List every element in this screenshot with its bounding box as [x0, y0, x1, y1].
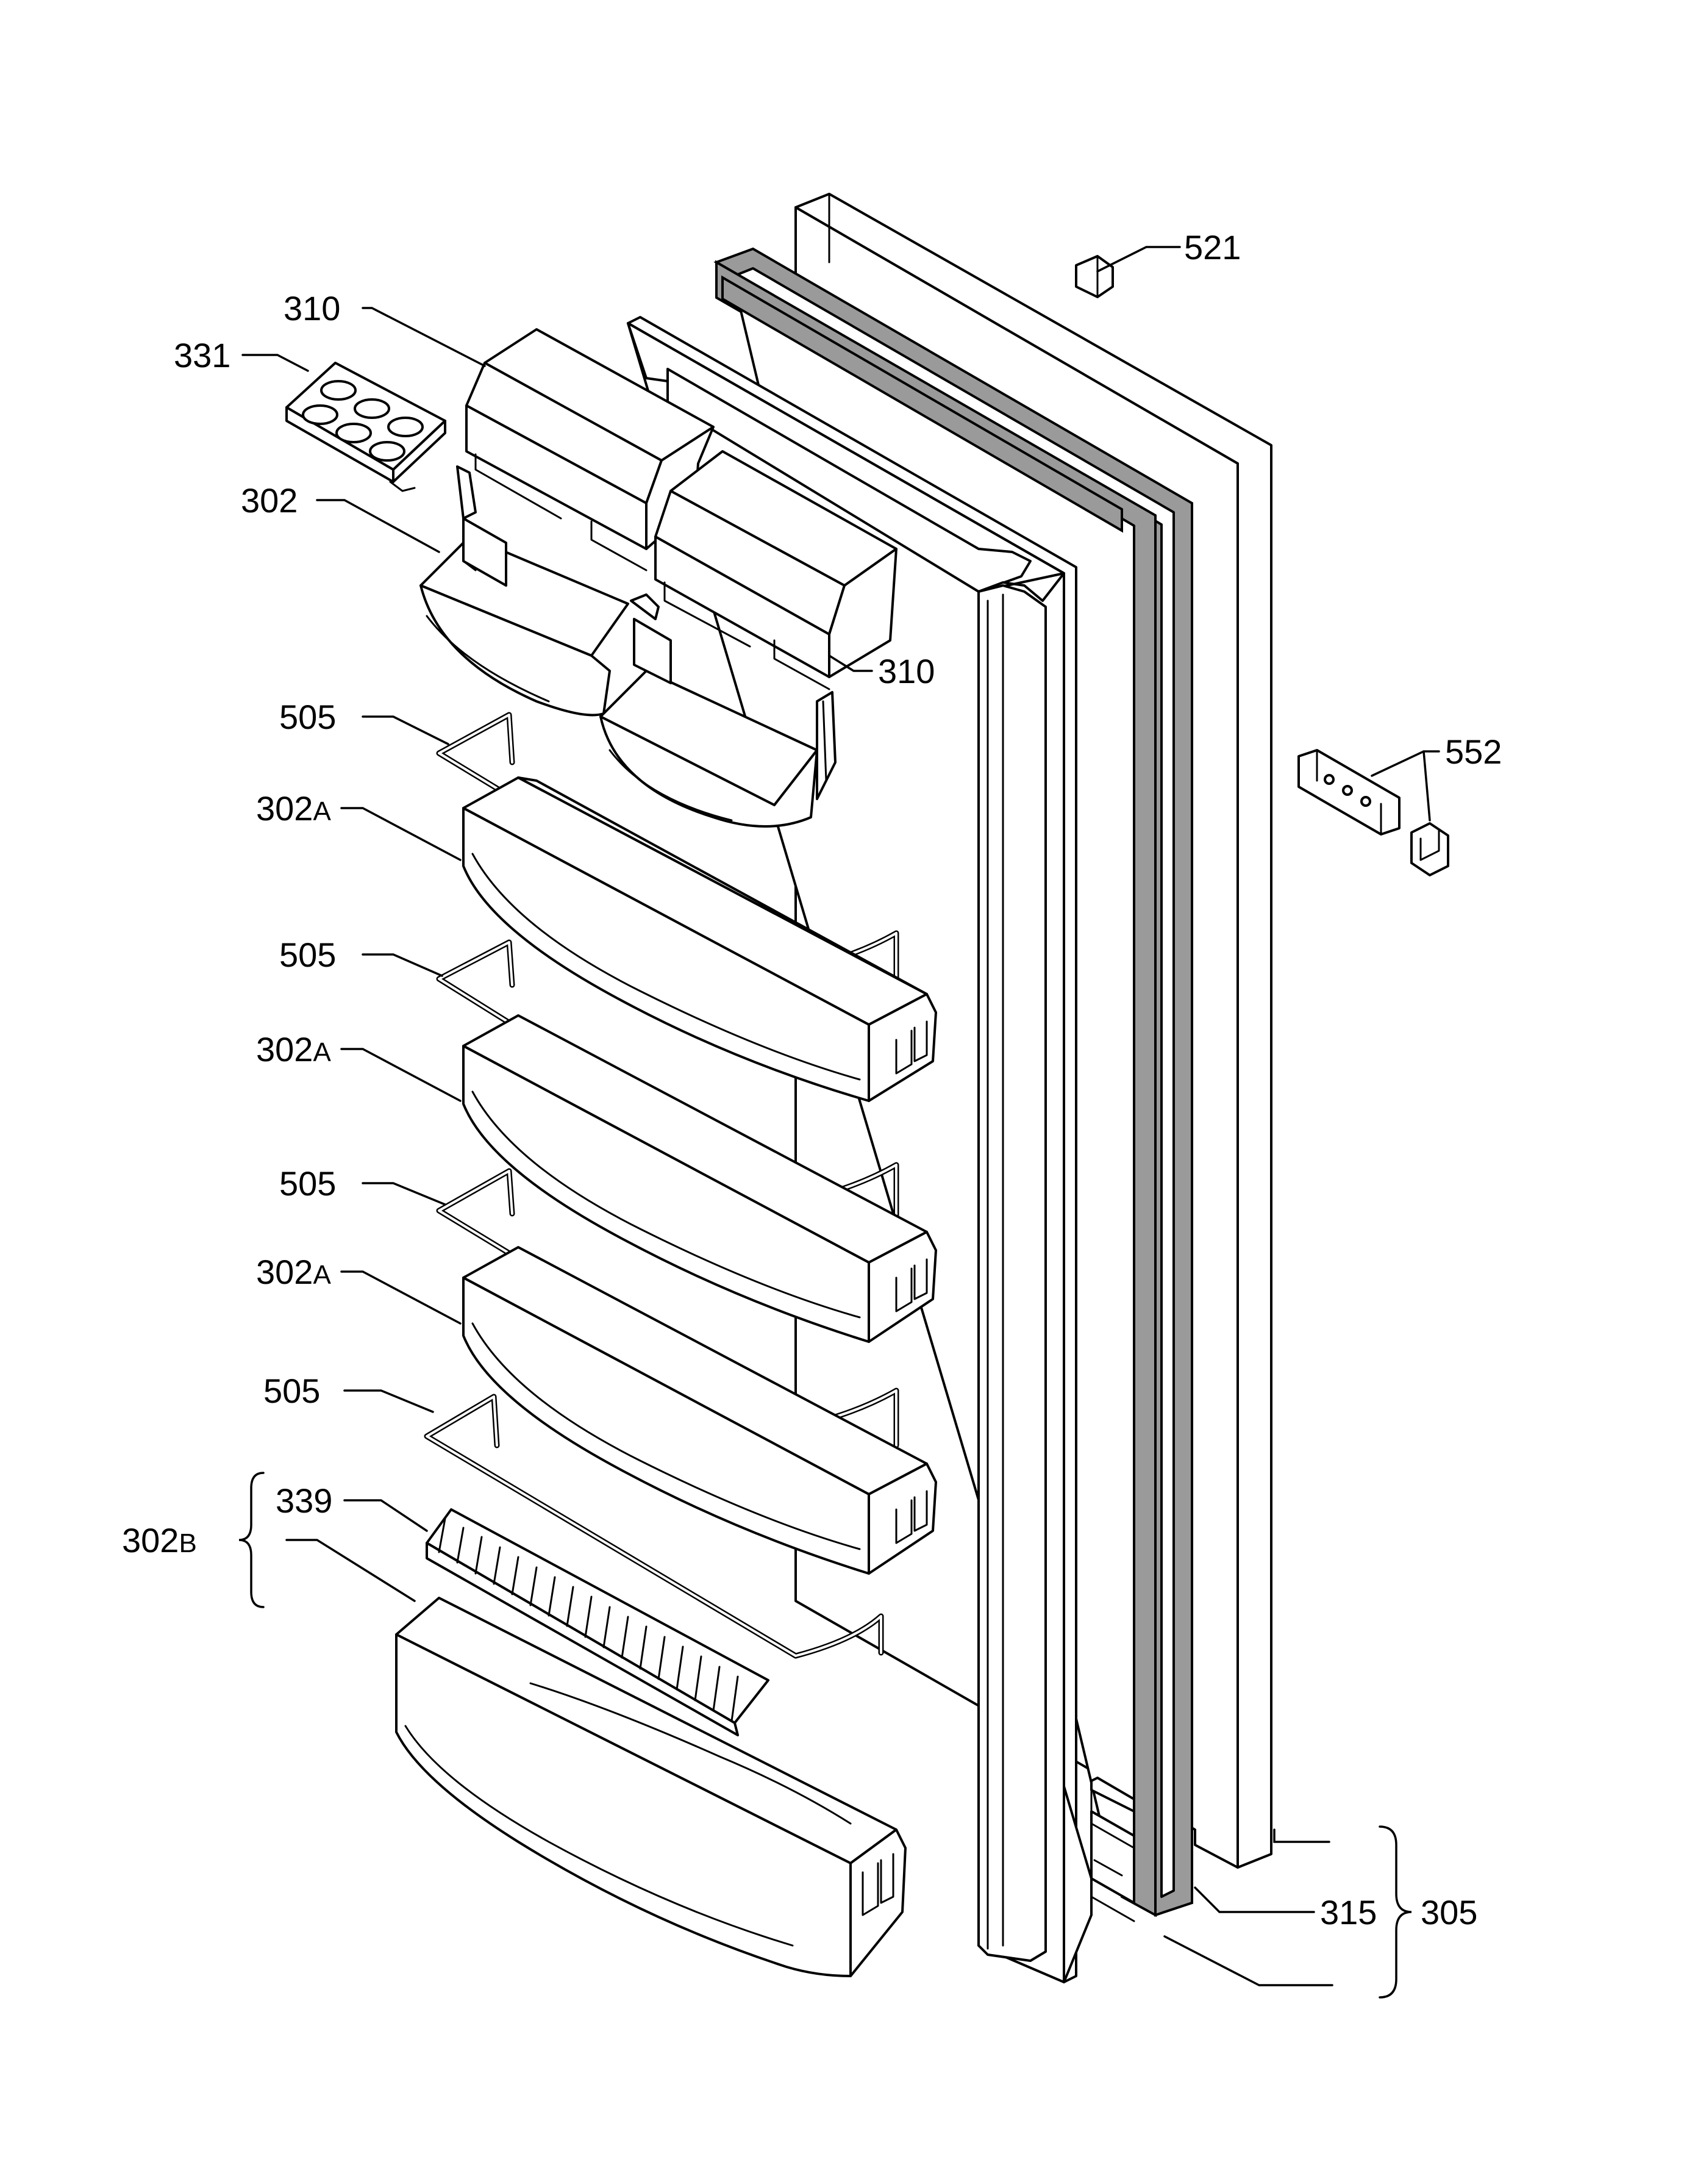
label-505-3: 505 [279, 1164, 336, 1203]
label-302A-1: 302A [256, 789, 331, 828]
label-505-4: 505 [263, 1372, 320, 1410]
part-302-shelf-lower [599, 593, 837, 828]
part-521-clip [1075, 255, 1114, 298]
part-310-lid-lower [654, 450, 897, 690]
flap-ribs [438, 1517, 739, 1722]
label-339: 339 [276, 1481, 332, 1520]
label-505-1: 505 [279, 698, 336, 736]
leader-lines [241, 246, 1440, 1986]
label-315: 315 [1320, 1893, 1377, 1932]
part-302A-bin-1 [462, 776, 937, 1102]
part-339-flap [426, 1508, 769, 1736]
bracket-305 [1379, 1825, 1412, 1999]
part-552-hinge [1297, 749, 1449, 876]
label-302: 302 [241, 481, 298, 520]
label-302A-3: 302A [256, 1253, 331, 1291]
label-310-upper: 310 [284, 289, 340, 328]
part-505-wire-4 [424, 1394, 884, 1659]
label-302B: 302B [122, 1521, 197, 1559]
label-552: 552 [1445, 732, 1502, 771]
part-302B-bin [395, 1597, 907, 1977]
part-331-egg-tray [285, 362, 446, 492]
label-310-lower: 310 [878, 652, 935, 690]
part-302A-bin-3 [462, 1246, 937, 1575]
label-331: 331 [174, 336, 230, 374]
label-505-2: 505 [279, 936, 336, 974]
label-521: 521 [1184, 228, 1241, 267]
part-302A-bin-2 [462, 1014, 937, 1343]
part-labels: 521 310 331 302 310 505 302A 505 302A 50… [122, 228, 1502, 1932]
label-305: 305 [1421, 1893, 1477, 1932]
bracket-302B [238, 1472, 265, 1608]
part-302-shelf-upper [419, 465, 629, 717]
label-302A-2: 302A [256, 1030, 331, 1069]
